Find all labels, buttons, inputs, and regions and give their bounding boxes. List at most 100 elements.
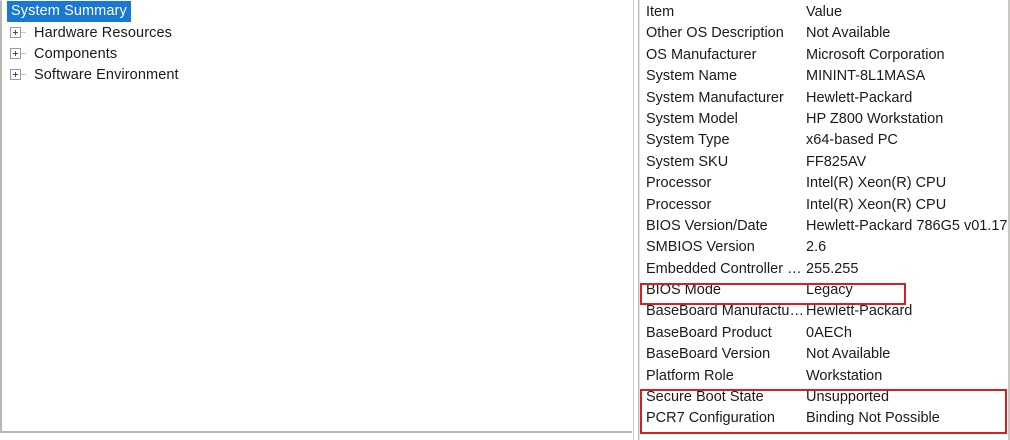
detail-item-value: Legacy (806, 281, 1008, 300)
detail-item-label: System Model (646, 110, 738, 127)
detail-item-label: Platform Role (646, 367, 734, 384)
detail-item-label: Other OS Description (646, 25, 784, 42)
detail-item-label: OS Manufacturer (646, 46, 757, 63)
detail-row[interactable]: System SKU FF825AV (640, 152, 1008, 173)
detail-value-text: 255.255 (806, 260, 859, 277)
tree-item-label: Software Environment (34, 66, 179, 83)
tree-connector-line (21, 74, 26, 75)
detail-value-text: MININT-8L1MASA (806, 68, 926, 85)
detail-row[interactable]: Other OS Description Not Available (640, 23, 1008, 44)
detail-item-label: PCR7 Configuration (646, 410, 775, 427)
splitter-line-left (633, 0, 634, 440)
detail-value-text: Binding Not Possible (806, 410, 940, 427)
detail-item-value: 255.255 (806, 260, 1008, 279)
detail-item-value: MININT-8L1MASA (806, 67, 1008, 86)
detail-item-value: Not Available (806, 24, 1008, 43)
tree-item-components[interactable]: Components (2, 43, 634, 64)
splitter-line-mid (638, 0, 639, 440)
detail-row[interactable]: System Type x64-based PC (640, 130, 1008, 151)
detail-row[interactable]: SMBIOS Version 2.6 (640, 237, 1008, 258)
detail-row[interactable]: Secure Boot State Unsupported (640, 387, 1008, 408)
detail-row[interactable]: BaseBoard Version Not Available (640, 344, 1008, 365)
detail-value-text: Not Available (806, 25, 891, 42)
detail-row[interactable]: PCR7 Configuration Binding Not Possible (640, 408, 1008, 429)
detail-item-label: System Type (646, 132, 730, 149)
detail-item-value: Hewlett-Packard 786G5 v01.17, 8/ (806, 217, 1010, 236)
expand-plus-icon[interactable] (10, 27, 21, 38)
detail-item-label: System Name (646, 68, 738, 85)
tree-item-hardware-resources[interactable]: Hardware Resources (2, 22, 634, 43)
detail-item-value: Microsoft Corporation (806, 46, 1008, 65)
detail-item-label: System SKU (646, 153, 729, 170)
detail-item-label: BIOS Version/Date (646, 217, 768, 234)
detail-value-text: Hewlett-Packard 786G5 v01.17, 8/ (806, 217, 1010, 234)
tree-item-system-summary[interactable]: System Summary (2, 1, 634, 22)
detail-item-label: BaseBoard Manufacturer (646, 303, 804, 320)
detail-row[interactable]: Embedded Controller V...255.255 (640, 259, 1008, 280)
detail-value-text: FF825AV (806, 153, 867, 170)
detail-item-value: HP Z800 Workstation (806, 110, 1008, 129)
detail-item-value: Not Available (806, 345, 1008, 364)
detail-row[interactable]: Platform Role Workstation (640, 366, 1008, 387)
detail-item-label: Embedded Controller V... (646, 260, 804, 277)
expand-plus-icon[interactable] (10, 48, 21, 59)
detail-item-label: Processor (646, 175, 712, 192)
detail-value-text: Not Available (806, 346, 891, 363)
detail-row[interactable]: Processor Intel(R) Xeon(R) CPUE5506 (640, 195, 1008, 216)
tree-item-software-environment[interactable]: Software Environment (2, 64, 634, 85)
detail-value-text: Unsupported (806, 389, 890, 406)
detail-item-value: Binding Not Possible (806, 409, 1008, 428)
detail-value-text: 2.6 (806, 239, 827, 256)
detail-item-value: Unsupported (806, 388, 1008, 407)
detail-row[interactable]: System Name MININT-8L1MASA (640, 66, 1008, 87)
detail-item-label: BaseBoard Product (646, 324, 772, 341)
detail-item-value: Intel(R) Xeon(R) CPUE5506 (806, 196, 1008, 215)
detail-item-value: 0AECh (806, 324, 1008, 343)
tree-connector-line (21, 32, 26, 33)
detail-item-label: SMBIOS Version (646, 239, 755, 256)
expand-plus-icon[interactable] (10, 69, 21, 80)
column-header-value: Value (806, 3, 1008, 22)
detail-value-text: Hewlett-Packard (806, 303, 913, 320)
detail-item-value: Hewlett-Packard (806, 89, 1008, 108)
detail-item-value: Workstation (806, 367, 1008, 386)
detail-value-text: x64-based PC (806, 132, 898, 149)
detail-value-text: Legacy (806, 282, 853, 299)
panel-splitter[interactable] (632, 0, 641, 440)
detail-value-text: Hewlett-Packard (806, 89, 913, 106)
splitter-line-right (639, 0, 640, 440)
detail-item-value: Intel(R) Xeon(R) CPUE5506 (806, 174, 1008, 193)
detail-row[interactable]: BaseBoard Product 0AECh (640, 323, 1008, 344)
detail-row[interactable]: OS Manufacturer Microsoft Corporation (640, 45, 1008, 66)
tree-connector-line (21, 53, 26, 54)
column-header-item: Item (646, 4, 675, 20)
detail-value-text: HP Z800 Workstation (806, 110, 944, 127)
detail-row[interactable]: System Model HP Z800 Workstation (640, 109, 1008, 130)
detail-item-label: BaseBoard Version (646, 346, 771, 363)
detail-item-value: x64-based PC (806, 131, 1008, 150)
detail-value-text: 0AECh (806, 324, 852, 341)
detail-value-text: Workstation (806, 367, 883, 384)
detail-item-value: FF825AV (806, 153, 1008, 172)
detail-row[interactable]: Processor Intel(R) Xeon(R) CPUE5506 (640, 173, 1008, 194)
tree-item-label: Components (34, 45, 118, 62)
detail-value-text: Value (806, 4, 843, 20)
detail-item-label: Secure Boot State (646, 389, 764, 406)
detail-row[interactable]: BIOS Version/Date Hewlett-Packard 786G5 v… (640, 216, 1010, 237)
detail-value-text: Intel(R) Xeon(R) CPU (806, 175, 947, 192)
detail-item-value: Hewlett-Packard (806, 302, 1008, 321)
tree-item-label: System Summary (7, 1, 131, 22)
detail-value-text: Microsoft Corporation (806, 46, 945, 63)
detail-item-value: 2.6 (806, 238, 1008, 257)
detail-value-text: Intel(R) Xeon(R) CPU (806, 196, 947, 213)
detail-item-label: Processor (646, 196, 712, 213)
tree-item-label: Hardware Resources (34, 24, 172, 41)
detail-header-row: Item Value (640, 2, 1008, 23)
